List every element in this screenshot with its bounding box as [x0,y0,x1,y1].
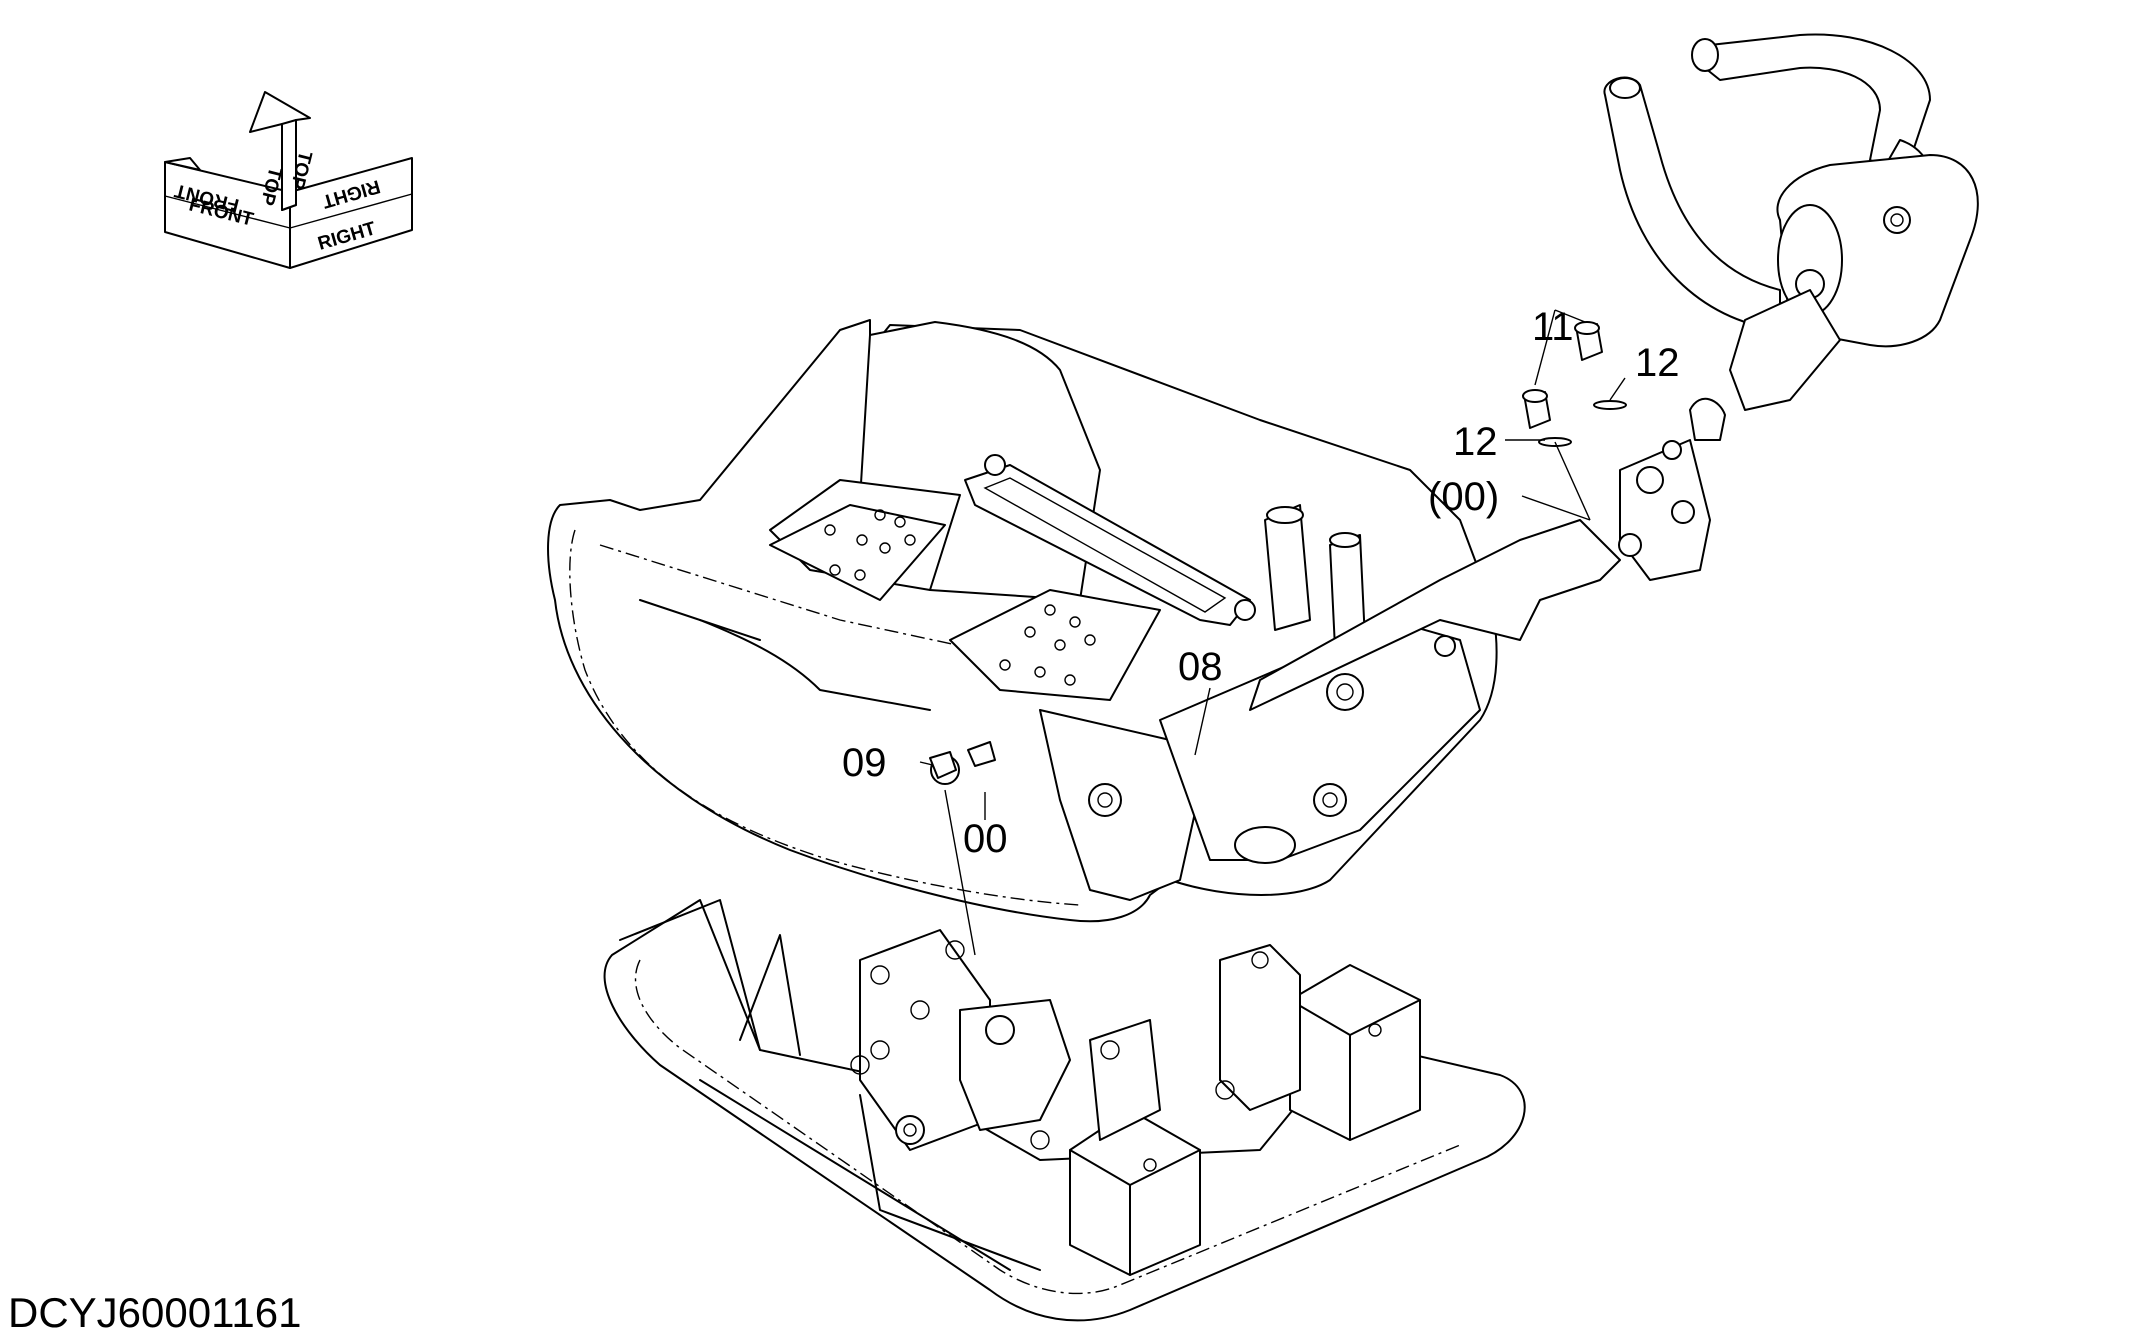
callout-12-left: 12 [1453,420,1498,464]
callout-11: 11 [1532,305,1574,349]
seat-tub-illustration [547,319,1621,923]
callout-00: 00 [963,817,1008,861]
hardware-illustration [1522,321,1627,447]
callout-08: 08 [1178,645,1223,689]
drawing-code: DCYJ60001161 [8,1289,301,1335]
callout-09: 09 [842,741,887,785]
callout-12-right: 12 [1635,341,1680,385]
base-plate-illustration [603,899,1526,1322]
clip-part [929,741,996,785]
orientation-indicator: FRONT FRONT TOP TOP RIGHT RIGHT [164,91,413,269]
callout-00-paren: (00) [1428,475,1499,519]
grab-bar-illustration [1603,33,1979,581]
